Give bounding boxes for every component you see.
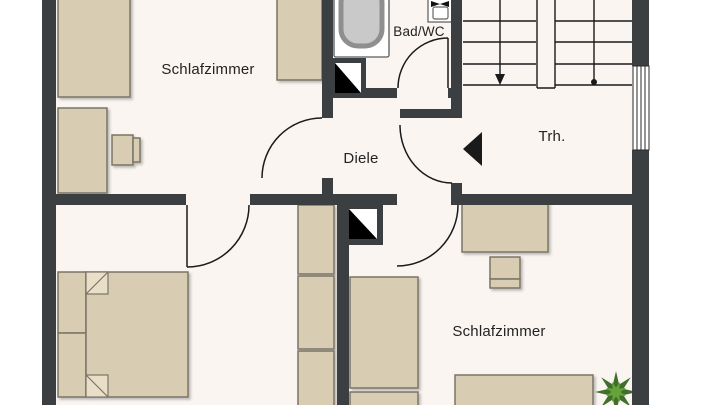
exterior-wall-right <box>632 150 649 405</box>
sideboard <box>454 374 594 405</box>
wall <box>322 178 333 205</box>
staircase <box>463 0 632 89</box>
exterior-wall-right <box>632 0 649 66</box>
chair <box>111 134 134 166</box>
desk <box>57 107 108 194</box>
room-label-bathroom: Bad/WC <box>393 24 445 39</box>
bed-headboard <box>57 332 87 398</box>
stair-down-arrow-icon <box>495 74 505 85</box>
room-label-bedroom-top-left: Schlafzimmer <box>161 61 254 78</box>
entrance-door-triangle-icon <box>463 132 482 166</box>
doors-layer <box>186 37 459 268</box>
chair <box>489 256 521 280</box>
bed <box>57 0 131 98</box>
toilet-icon <box>427 0 454 23</box>
furniture-layer <box>57 0 594 405</box>
bathtub-icon <box>333 0 390 58</box>
bed-headboard <box>57 271 87 334</box>
wall <box>455 194 633 205</box>
wall <box>451 183 462 205</box>
plant-icon <box>595 371 637 405</box>
wardrobe <box>297 204 335 275</box>
door-swing-arc <box>186 204 250 268</box>
wall <box>451 0 462 118</box>
stair-divider <box>536 0 556 89</box>
wall <box>363 88 397 98</box>
door-swing-arc <box>399 124 453 184</box>
door-swing-arc <box>261 117 323 179</box>
blanket-fold <box>85 271 109 398</box>
chair-backrest <box>132 137 141 163</box>
wall <box>250 194 397 205</box>
door-swing-arc <box>396 204 459 267</box>
bed <box>349 276 419 389</box>
window-symbol <box>632 65 650 151</box>
wall <box>56 194 186 205</box>
wardrobe <box>276 0 323 81</box>
wardrobe <box>297 350 335 405</box>
room-label-bedroom-bottom-right: Schlafzimmer <box>452 323 545 340</box>
entrance-door-leaf <box>400 109 451 118</box>
bed-footboard <box>349 391 419 405</box>
stair-flight-left <box>463 0 536 86</box>
room-label-hallway: Diele <box>343 150 378 167</box>
walls-layer <box>42 0 649 405</box>
chimney-symbol <box>330 58 366 98</box>
wall <box>337 194 349 405</box>
wall <box>322 0 333 118</box>
room-label-stairwell: Trh. <box>539 128 566 145</box>
chair-backrest <box>489 278 521 289</box>
desk <box>461 202 549 253</box>
stair-start-dot <box>591 79 597 85</box>
wardrobe <box>297 275 335 350</box>
stair-flight-right <box>555 0 632 86</box>
exterior-wall-left <box>42 0 56 405</box>
door-swing-arc <box>397 37 449 89</box>
chimney-symbol <box>343 203 383 245</box>
